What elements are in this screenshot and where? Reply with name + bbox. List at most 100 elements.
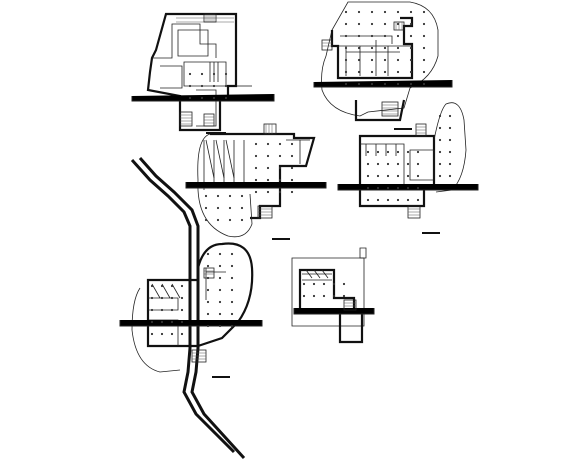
column-dot [278, 190, 282, 194]
column-dot [396, 186, 400, 190]
column-dot [409, 82, 413, 86]
column-dot [254, 154, 258, 158]
column-dot [204, 206, 208, 210]
column-dot [160, 296, 164, 300]
column-dot [206, 288, 210, 292]
column-dot [170, 320, 174, 324]
column-dot [344, 10, 348, 14]
column-dot [396, 198, 400, 202]
column-dot [230, 288, 234, 292]
column-dot [206, 312, 210, 316]
column-dot [230, 252, 234, 256]
column-dot [290, 142, 294, 146]
column-dot [188, 84, 192, 88]
stair-icon [257, 123, 277, 219]
column-dot [383, 10, 387, 14]
column-dot [386, 198, 390, 202]
column-dot [342, 294, 346, 298]
column-dot [386, 150, 390, 154]
column-dot [312, 294, 316, 298]
column-dot [240, 218, 244, 222]
column-dot [170, 308, 174, 312]
column-dot [406, 162, 410, 166]
column-dot [180, 320, 184, 324]
column-dot [212, 84, 216, 88]
column-dot [160, 308, 164, 312]
column-dot [344, 46, 348, 50]
column-dot [448, 174, 452, 178]
column-dot [332, 294, 336, 298]
column-dot [396, 70, 400, 74]
plan-top-right [313, 1, 453, 130]
stair-icon [191, 267, 215, 363]
column-dot [370, 82, 374, 86]
column-dot [416, 186, 420, 190]
column-dot [290, 178, 294, 182]
column-dot [376, 150, 380, 154]
column-dot [396, 46, 400, 50]
column-grid-icon [150, 10, 452, 336]
column-dot [448, 138, 452, 142]
column-dot [150, 332, 154, 336]
column-dot [160, 320, 164, 324]
column-dot [216, 206, 220, 210]
column-dot [438, 126, 442, 130]
column-dot [228, 194, 232, 198]
column-dot [422, 70, 426, 74]
column-dot [357, 10, 361, 14]
column-dot [386, 186, 390, 190]
column-dot [266, 178, 270, 182]
column-dot [170, 332, 174, 336]
column-dot [438, 138, 442, 142]
plan-bottom-left [119, 157, 263, 460]
column-dot [344, 70, 348, 74]
column-dot [370, 34, 374, 38]
column-dot [416, 174, 420, 178]
stair-icon [407, 123, 427, 219]
column-dot [150, 308, 154, 312]
column-dot [383, 34, 387, 38]
column-dot [150, 320, 154, 324]
column-dot [409, 58, 413, 62]
column-dot [206, 300, 210, 304]
column-dot [438, 174, 442, 178]
column-dot [206, 264, 210, 268]
column-dot [438, 162, 442, 166]
column-dot [240, 206, 244, 210]
column-dot [396, 58, 400, 62]
column-dot [218, 288, 222, 292]
column-dot [396, 150, 400, 154]
column-dot [357, 58, 361, 62]
column-dot [278, 178, 282, 182]
column-dot [278, 166, 282, 170]
column-dot [416, 150, 420, 154]
column-dot [409, 70, 413, 74]
column-dot [422, 46, 426, 50]
column-dot [228, 218, 232, 222]
column-dot [370, 58, 374, 62]
scale-bar-icon [212, 376, 230, 378]
column-dot [383, 58, 387, 62]
column-dot [218, 276, 222, 280]
plan-middle-right [337, 102, 479, 234]
column-dot [170, 296, 174, 300]
column-dot [290, 154, 294, 158]
column-dot [422, 58, 426, 62]
column-dot [357, 82, 361, 86]
column-dot [409, 10, 413, 14]
stair-icon [343, 299, 357, 311]
column-dot [266, 190, 270, 194]
column-dot [376, 186, 380, 190]
column-dot [366, 174, 370, 178]
column-dot [230, 264, 234, 268]
column-dot [218, 324, 222, 328]
column-dot [344, 34, 348, 38]
column-dot [212, 72, 216, 76]
column-dot [438, 114, 442, 118]
column-dot [332, 282, 336, 286]
column-dot [278, 154, 282, 158]
column-dot [448, 114, 452, 118]
column-dot [216, 194, 220, 198]
